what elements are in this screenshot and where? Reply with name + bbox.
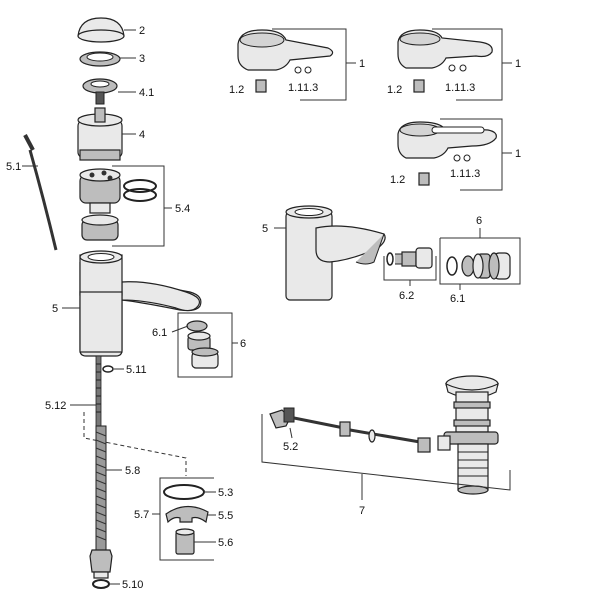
label-5-8: 5.8: [125, 465, 140, 477]
label-3: 3: [139, 53, 145, 65]
o-rings-part-5-4: [123, 179, 157, 202]
label-5-10: 5.10: [122, 579, 143, 591]
screw-part-1-3-a: [304, 66, 312, 74]
washer-part-6-2: [386, 252, 394, 266]
label-5-4: 5.4: [175, 203, 190, 215]
label-5-12: 5.12: [45, 400, 66, 412]
label-6-left: 6: [240, 338, 246, 350]
flexible-hose-part-5-8: [89, 425, 113, 579]
label-5-11: 5.11: [126, 364, 147, 376]
label-1-3-c: 1.3: [465, 168, 480, 180]
label-1-2-c: 1.2: [390, 174, 405, 186]
label-5-5: 5.5: [218, 510, 233, 522]
label-1-3-a: 1.3: [303, 82, 318, 94]
aerator-part-6: [186, 320, 219, 369]
gasket-part-5-3: [163, 484, 205, 500]
set-screw-part-1-2-a: [255, 79, 267, 93]
label-1-c: 1: [515, 148, 521, 160]
label-7: 7: [359, 505, 365, 517]
adapter-part-6-2: [395, 247, 433, 269]
label-5-3: 5.3: [218, 487, 233, 499]
label-1-1-a: 1.1: [288, 82, 303, 94]
lever-handle-c: [397, 121, 497, 159]
label-5-2: 5.2: [283, 441, 298, 453]
label-5-1: 5.1: [6, 161, 21, 173]
bracket-part-5-5: [165, 505, 209, 524]
label-1-2-b: 1.2: [387, 84, 402, 96]
pull-rod-part-5-2: [269, 407, 431, 453]
label-1-1-c: 1.1: [450, 168, 465, 180]
label-5-right: 5: [262, 223, 268, 235]
drain-assembly-part-7: [437, 375, 499, 495]
washer-part-5-11: [102, 365, 114, 373]
rod-part-5-1: [23, 134, 58, 251]
cartridge-part-4: [77, 107, 123, 161]
cap-part-2: [77, 17, 125, 43]
nut-part-4-1: [82, 78, 118, 105]
label-1-2-a: 1.2: [229, 84, 244, 96]
set-screw-part-1-2-b: [413, 79, 425, 93]
screw-part-1-3-b: [459, 64, 467, 72]
faucet-body-right-part-5: [285, 205, 386, 301]
label-1-b: 1: [515, 58, 521, 70]
nut-part-5-6: [175, 528, 195, 555]
washer-part-5-10: [92, 579, 110, 589]
cap-part-1-1-a: [294, 66, 302, 74]
aerator-right-part-6: [446, 252, 511, 280]
label-1-3-b: 1.3: [460, 82, 475, 94]
cap-part-1-1-c: [453, 154, 461, 162]
label-5-left: 5: [52, 303, 58, 315]
faucet-body-part-5: [79, 250, 202, 357]
lever-handle-a: [237, 29, 334, 71]
label-4: 4: [139, 129, 145, 141]
screw-part-1-3-c: [463, 154, 471, 162]
label-6-2: 6.2: [399, 290, 414, 302]
label-6-1-left: 6.1: [152, 327, 167, 339]
ring-part-3: [79, 51, 121, 67]
label-1-a: 1: [359, 58, 365, 70]
label-1-1-b: 1.1: [445, 82, 460, 94]
valve-body-part-5-4: [79, 168, 121, 241]
cap-part-1-1-b: [448, 64, 456, 72]
lever-handle-b: [397, 29, 493, 69]
label-2: 2: [139, 25, 145, 37]
label-6-1-right: 6.1: [450, 293, 465, 305]
threaded-rod-part-5-12: [95, 355, 102, 427]
label-5-6: 5.6: [218, 537, 233, 549]
label-4-1: 4.1: [139, 87, 154, 99]
set-screw-part-1-2-c: [418, 172, 430, 186]
label-5-7: 5.7: [134, 509, 149, 521]
label-6-right: 6: [476, 215, 482, 227]
